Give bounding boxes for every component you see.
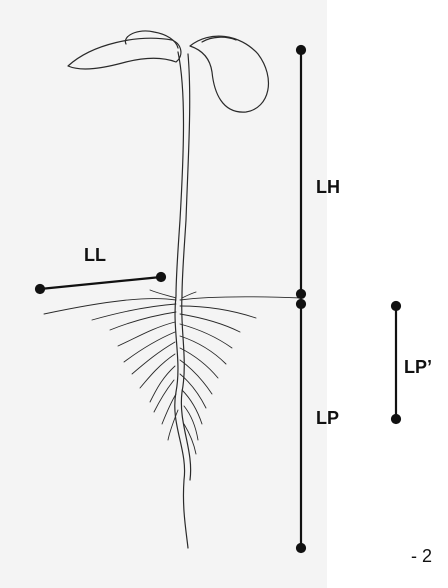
right-cotyledon [190,36,268,112]
lateral-roots [44,290,302,454]
hypocotyl [176,52,184,296]
ll-end-point [157,273,165,281]
ll-start-point [36,285,44,293]
label-lp: LP [316,409,339,427]
scale-fragment-text: - 2 [411,547,432,565]
label-ll: LL [84,246,106,264]
lp-bottom-point [297,544,305,552]
label-lh: LH [316,178,340,196]
primary-root [175,296,188,548]
seedling-illustration [44,31,302,548]
left-cotyledon [68,38,181,69]
lp-prime-top-point [392,302,400,310]
ll-measure-line [40,277,161,289]
label-lp-prime: LP’ [404,358,432,376]
lh-bottom-point [297,290,305,298]
lp-top-point [297,300,305,308]
lp-prime-bottom-point [392,415,400,423]
lh-top-point [297,46,305,54]
measurement-annotations [36,46,400,552]
